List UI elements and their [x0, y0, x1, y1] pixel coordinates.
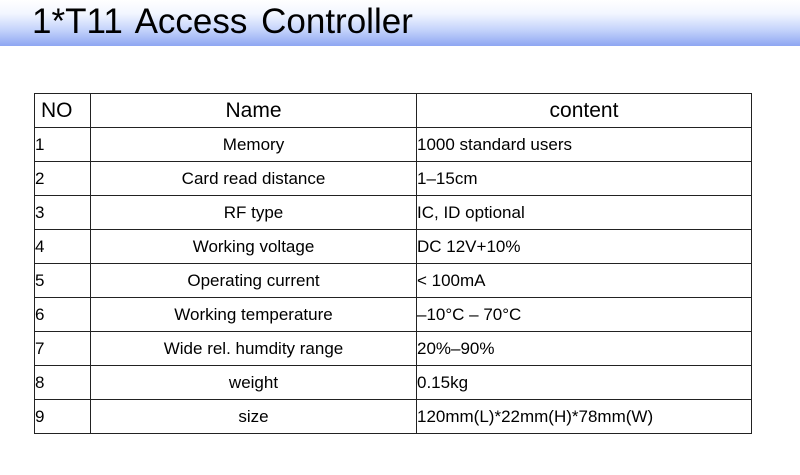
row-name: RF type [90, 195, 417, 230]
row-name: Wide rel. humdity range [90, 331, 417, 366]
table-row: 3 RF type IC, ID optional [34, 195, 752, 230]
title-bar: 1*T11 Access Controller [0, 0, 800, 46]
table-row: 2 Card read distance 1–15cm [34, 161, 752, 196]
row-content: –10°C – 70°C [416, 297, 752, 332]
row-content: 120mm(L)*22mm(H)*78mm(W) [416, 399, 752, 434]
row-number: 2 [34, 161, 91, 196]
row-number: 7 [34, 331, 91, 366]
row-number: 8 [34, 365, 91, 400]
row-name: Working temperature [90, 297, 417, 332]
row-name: Working voltage [90, 229, 417, 264]
row-content: DC 12V+10% [416, 229, 752, 264]
table-header-row: NO Name content [34, 93, 752, 128]
table-row: 6 Working temperature –10°C – 70°C [34, 297, 752, 332]
row-content: 1000 standard users [416, 127, 752, 162]
row-number: 1 [34, 127, 91, 162]
column-header-content: content [416, 93, 752, 128]
row-number: 5 [34, 263, 91, 298]
row-number: 4 [34, 229, 91, 264]
row-name: Card read distance [90, 161, 417, 196]
table-row: 4 Working voltage DC 12V+10% [34, 229, 752, 264]
spec-table: NO Name content 1 Memory 1000 standard u… [34, 93, 752, 434]
row-number: 9 [34, 399, 91, 434]
row-name: weight [90, 365, 417, 400]
row-name: Operating current [90, 263, 417, 298]
row-content: 20%–90% [416, 331, 752, 366]
table-row: 9 size 120mm(L)*22mm(H)*78mm(W) [34, 399, 752, 434]
column-header-name: Name [90, 93, 417, 128]
page-title: 1*T11 Access Controller [32, 2, 413, 41]
table-row: 5 Operating current < 100mA [34, 263, 752, 298]
table-row: 1 Memory 1000 standard users [34, 127, 752, 162]
row-content: < 100mA [416, 263, 752, 298]
row-content: 0.15kg [416, 365, 752, 400]
row-name: Memory [90, 127, 417, 162]
table-row: 7 Wide rel. humdity range 20%–90% [34, 331, 752, 366]
column-header-no: NO [34, 93, 91, 128]
row-content: 1–15cm [416, 161, 752, 196]
row-number: 3 [34, 195, 91, 230]
row-number: 6 [34, 297, 91, 332]
row-content: IC, ID optional [416, 195, 752, 230]
row-name: size [90, 399, 417, 434]
table-row: 8 weight 0.15kg [34, 365, 752, 400]
